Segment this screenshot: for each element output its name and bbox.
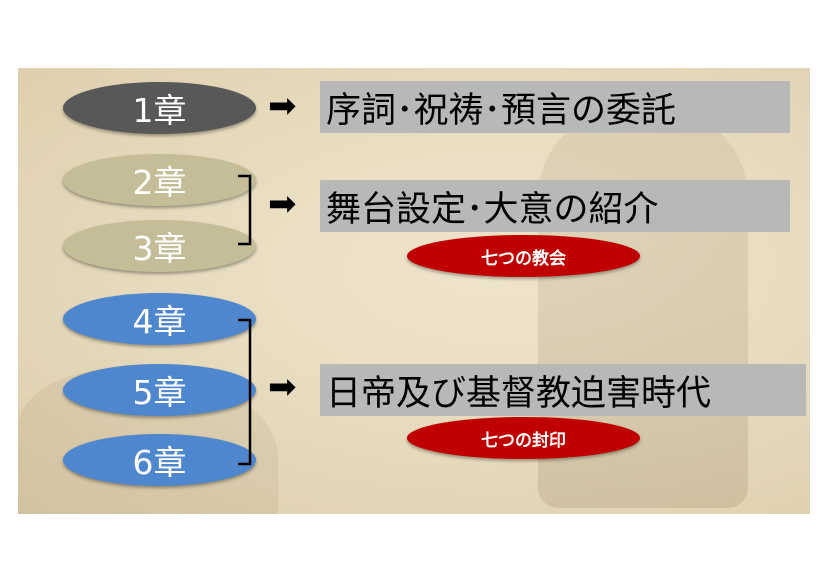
- right-arrow-icon: ➡: [268, 86, 297, 126]
- bracket-chapters-4-6: [238, 318, 252, 466]
- seven-seals-tag: 七つの封印: [407, 417, 640, 459]
- chapter-5-oval: 5章: [63, 364, 256, 416]
- seven-churches-tag: 七つの教会: [407, 235, 640, 277]
- chapter-4-oval: 4章: [63, 293, 256, 345]
- right-arrow-icon: ➡: [268, 184, 297, 224]
- chapter-1-oval: 1章: [63, 82, 256, 134]
- right-arrow-icon: ➡: [268, 367, 297, 407]
- bracket-chapters-2-3: [238, 174, 252, 246]
- chapter-2-oval: 2章: [63, 154, 256, 206]
- slide: 1章 2章 3章 4章 5章 6章 ➡ ➡ ➡ 序詞･祝祷･預言の委託 舞台設定…: [18, 68, 810, 514]
- topic-label: 日帝及び基督教迫害時代: [320, 364, 806, 416]
- topic-label: 舞台設定･大意の紹介: [320, 180, 790, 232]
- chapter-3-oval: 3章: [63, 220, 256, 272]
- topic-label: 序詞･祝祷･預言の委託: [320, 81, 790, 133]
- chapter-6-oval: 6章: [63, 434, 256, 486]
